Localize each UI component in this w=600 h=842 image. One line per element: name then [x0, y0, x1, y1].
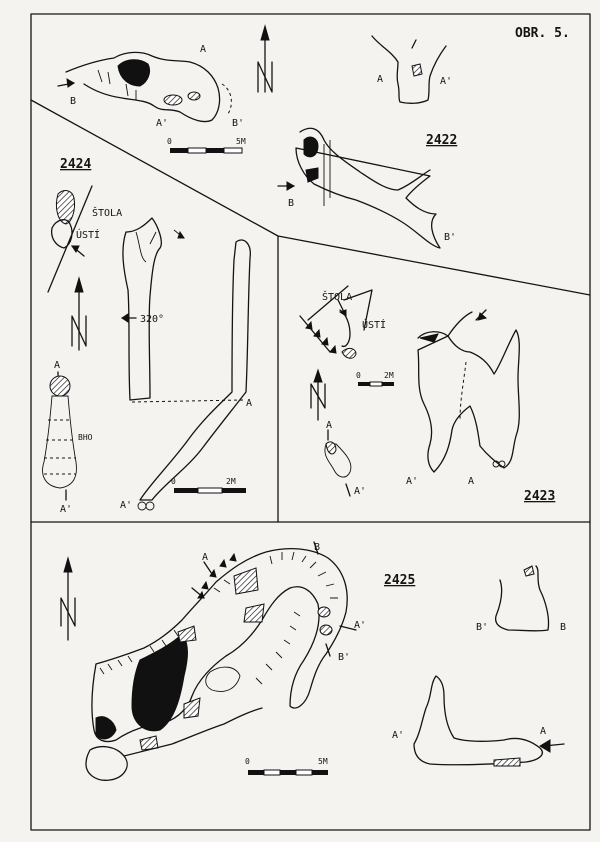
cave-2425-section-aa [413, 675, 565, 767]
scale-end: 2M [226, 477, 236, 486]
cave-2425-section-bb [494, 565, 550, 632]
panel-2425: A B A' B' 0 5M 2425 B' B A' A [60, 541, 566, 781]
plan-label-a-prime: A' [354, 620, 366, 631]
scale-zero: 0 [245, 757, 250, 766]
cave-2423-plan [417, 309, 520, 473]
figure-label: OBR. 5. [515, 26, 570, 41]
plan-label-a: A [246, 398, 252, 409]
scale-end: 5M [236, 137, 246, 146]
label-b: B [70, 96, 76, 107]
label-b-prime: B' [232, 118, 244, 129]
section-aa-label-a: A [540, 726, 546, 737]
north-arrow-icon [310, 368, 326, 421]
section-label-a: A [377, 74, 383, 85]
scale-end: 5M [318, 757, 328, 766]
scale-end: 2M [384, 371, 394, 380]
detail-label-b: B [288, 198, 294, 209]
locator-stola: ŠTOLA [322, 290, 352, 303]
section-label-a-prime: A' [354, 486, 366, 497]
section-label-a: A [326, 420, 332, 431]
scale-bar-2422 [170, 147, 243, 154]
detail-label-b-prime: B' [444, 232, 456, 243]
cave-2423-locator [299, 285, 373, 359]
label-a-prime: A' [156, 118, 168, 129]
plan-label-a: A [202, 552, 208, 563]
cave-2422-plan [57, 51, 232, 123]
scale-zero: 0 [356, 371, 361, 380]
locator-usti: ÚSTÍ [362, 318, 386, 331]
cave-2425-plan [85, 541, 357, 781]
plan-label-a-prime: A' [406, 476, 418, 487]
north-arrow-icon [60, 556, 76, 641]
plan-label-b: B [314, 542, 320, 553]
north-arrow-icon [71, 276, 87, 351]
panel-number-2423: 2423 [524, 489, 555, 504]
cave-2424-section [42, 371, 77, 501]
section-label-a-prime: A' [60, 504, 72, 515]
scale-bar-2424 [174, 487, 246, 494]
section-aa-label-a-prime: A' [392, 730, 404, 741]
north-arrow-icon [257, 24, 273, 93]
cave-2422-section [371, 35, 447, 104]
panel-2422: B A A' B' 0 5M A A' 2422 [57, 24, 457, 249]
scale-zero: 0 [171, 477, 176, 486]
locator-usti: ÚSTÍ [76, 228, 100, 241]
panel-frame [30, 13, 591, 831]
section-bb-label-b: B [560, 622, 566, 633]
cave-2424-locator [47, 185, 93, 293]
panel-2423: ŠTOLA ÚSTÍ 0 2M A A' [299, 285, 555, 504]
cave-2423-section [324, 429, 352, 497]
panel-2424: 2424 ŠTOLA ÚSTÍ A A' BHO [42, 157, 252, 515]
section-label-a: A [54, 360, 60, 371]
scale-bar-2423 [358, 381, 394, 387]
plan-label-b-prime: B' [338, 652, 350, 663]
plan-label-a-prime: A' [120, 500, 132, 511]
panel-number-2424: 2424 [60, 157, 91, 172]
bearing-label: 320° [140, 314, 164, 325]
locator-stola: ŠTOLA [92, 206, 122, 219]
label-a: A [200, 44, 206, 55]
panel-number-2425: 2425 [384, 573, 415, 588]
cave-2422-detail [277, 127, 441, 249]
section-label-a-prime: A' [440, 76, 452, 87]
section-label-bho: BHO [78, 433, 93, 442]
scale-bar-2425 [248, 769, 328, 776]
cave-2424-plan [121, 217, 251, 511]
plan-label-a: A [468, 476, 474, 487]
scale-zero: 0 [167, 137, 172, 146]
panel-number-2422: 2422 [426, 133, 457, 148]
section-bb-label-b-prime: B' [476, 622, 488, 633]
